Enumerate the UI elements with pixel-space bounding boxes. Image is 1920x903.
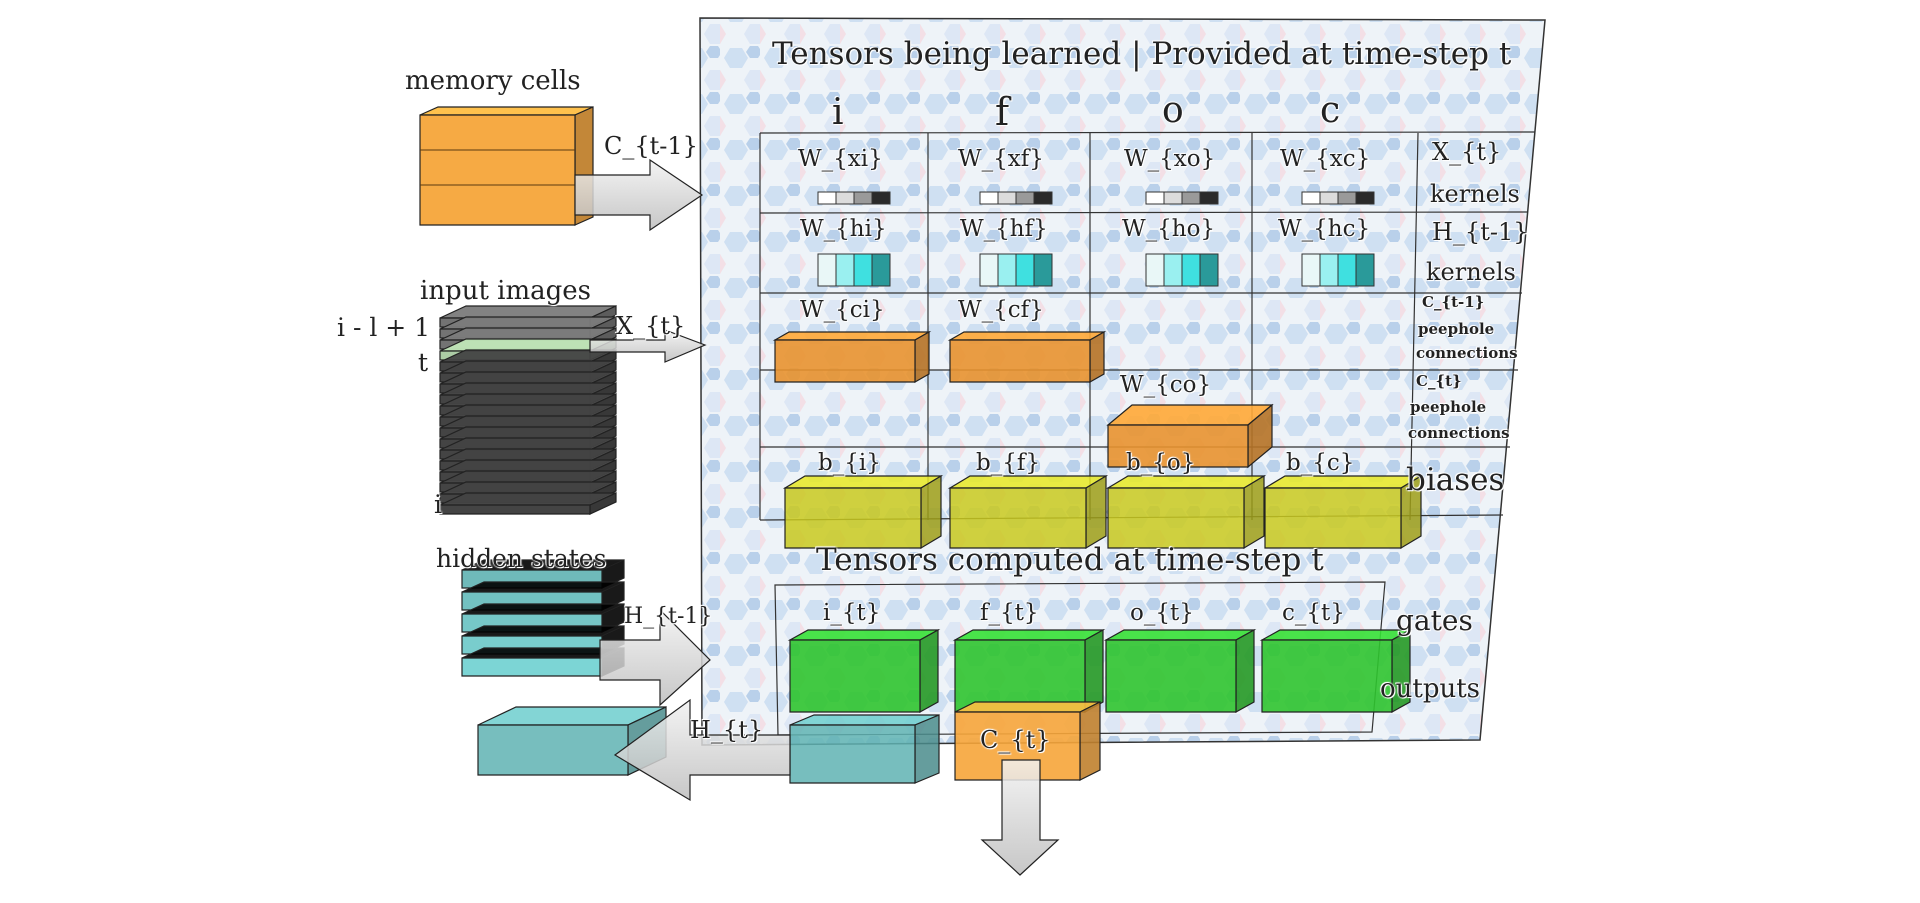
kernel-label-xc: W_{xc} — [1280, 146, 1371, 172]
bias-label-c: b_{c} — [1286, 450, 1355, 476]
bias-box-c — [1262, 474, 1424, 550]
row-label-gates: gates — [1396, 604, 1473, 637]
c-out-arrow — [980, 759, 1060, 876]
memory-cells-label: memory cells — [405, 66, 581, 96]
h-kernel-i — [817, 253, 891, 287]
bias-box-i — [782, 474, 944, 550]
kernel-label-hc: W_{hc} — [1278, 216, 1371, 242]
computed-title: Tensors computed at time-step t — [816, 542, 1324, 578]
row-label-biases: biases — [1406, 462, 1505, 498]
c-prev-arrow — [574, 158, 704, 232]
row-label-connections-2: connections — [1408, 424, 1510, 442]
column-header-c: c — [1320, 90, 1341, 131]
bias-box-f — [947, 474, 1109, 550]
kernel-label-xo: W_{xo} — [1124, 146, 1216, 172]
x-kernel-c — [1301, 191, 1375, 205]
gate-label-c: c_{t} — [1282, 600, 1345, 626]
row-label-peephole-2: peephole — [1410, 398, 1487, 416]
column-header-f: f — [995, 90, 1010, 134]
row-label-ct: C_{t} — [1416, 372, 1462, 390]
row-label-h-kernels: kernels — [1426, 258, 1516, 286]
row-label-connections-1: connections — [1416, 344, 1518, 362]
h-arrow — [613, 698, 791, 802]
x-kernel-o — [1145, 191, 1219, 205]
h-kernel-c — [1301, 253, 1375, 287]
gate-box-o — [1103, 628, 1257, 714]
stack-top-label: i - l + 1 — [337, 313, 431, 342]
panel-title: Tensors being learned | Provided at time… — [772, 36, 1512, 72]
row-label-ht1: H_{t-1} — [1432, 218, 1529, 246]
memory-cells-block — [419, 106, 594, 226]
peephole-label-co: W_{co} — [1120, 372, 1212, 398]
gate-label-o: o_{t} — [1130, 600, 1194, 626]
kernel-label-ho: W_{ho} — [1122, 216, 1216, 242]
peephole-label-cf: W_{cf} — [958, 297, 1044, 323]
hidden-states-label: hidden states — [436, 544, 607, 573]
c-out-label: C_{t} — [980, 726, 1051, 754]
gate-box-f — [952, 628, 1106, 714]
h-arrow-label: H_{t} — [690, 716, 764, 744]
bias-label-o: b_{o} — [1126, 450, 1196, 476]
x-arrow — [589, 329, 707, 363]
h-prev-arrow — [599, 608, 711, 707]
row-label-x-kernels: kernels — [1430, 180, 1520, 208]
gate-label-i: i_{t} — [823, 600, 881, 626]
stack-i-label: i — [434, 490, 442, 519]
peephole-box-cf — [947, 330, 1107, 384]
gate-box-c — [1259, 628, 1413, 714]
c-prev-arrow-label: C_{t-1} — [604, 132, 698, 160]
input-images-label: input images — [420, 276, 592, 306]
image-slice-17 — [439, 492, 617, 515]
bias-box-o — [1105, 474, 1267, 550]
x-kernel-f — [979, 191, 1053, 205]
x-arrow-label: X_{t} — [616, 312, 686, 340]
gate-box-i — [787, 628, 941, 714]
c-current-block — [954, 701, 1101, 781]
column-header-i: i — [832, 92, 844, 133]
peephole-box-co — [1106, 403, 1274, 469]
peephole-box-ci — [772, 330, 932, 384]
row-label-outputs: outputs — [1380, 674, 1481, 704]
row-label-peephole-1: peephole — [1418, 320, 1495, 338]
column-header-o: o — [1162, 90, 1184, 131]
row-label-ct1: C_{t-1} — [1422, 293, 1485, 311]
kernel-label-hi: W_{hi} — [800, 216, 887, 242]
kernel-label-xi: W_{xi} — [798, 146, 883, 172]
h-prev-arrow-label: H_{t-1} — [624, 604, 713, 629]
stack-t-label: t — [418, 348, 429, 377]
row-label-xt: X_{t} — [1432, 138, 1502, 166]
gate-label-f: f_{t} — [980, 600, 1039, 626]
x-kernel-i — [817, 191, 891, 205]
hidden-current-block — [789, 714, 940, 784]
h-kernel-o — [1145, 253, 1219, 287]
bias-label-f: b_{f} — [976, 450, 1041, 476]
h-kernel-f — [979, 253, 1053, 287]
kernel-label-hf: W_{hf} — [960, 216, 1048, 242]
bias-label-i: b_{i} — [818, 450, 881, 476]
kernel-label-xf: W_{xf} — [958, 146, 1044, 172]
peephole-label-ci: W_{ci} — [800, 297, 885, 323]
